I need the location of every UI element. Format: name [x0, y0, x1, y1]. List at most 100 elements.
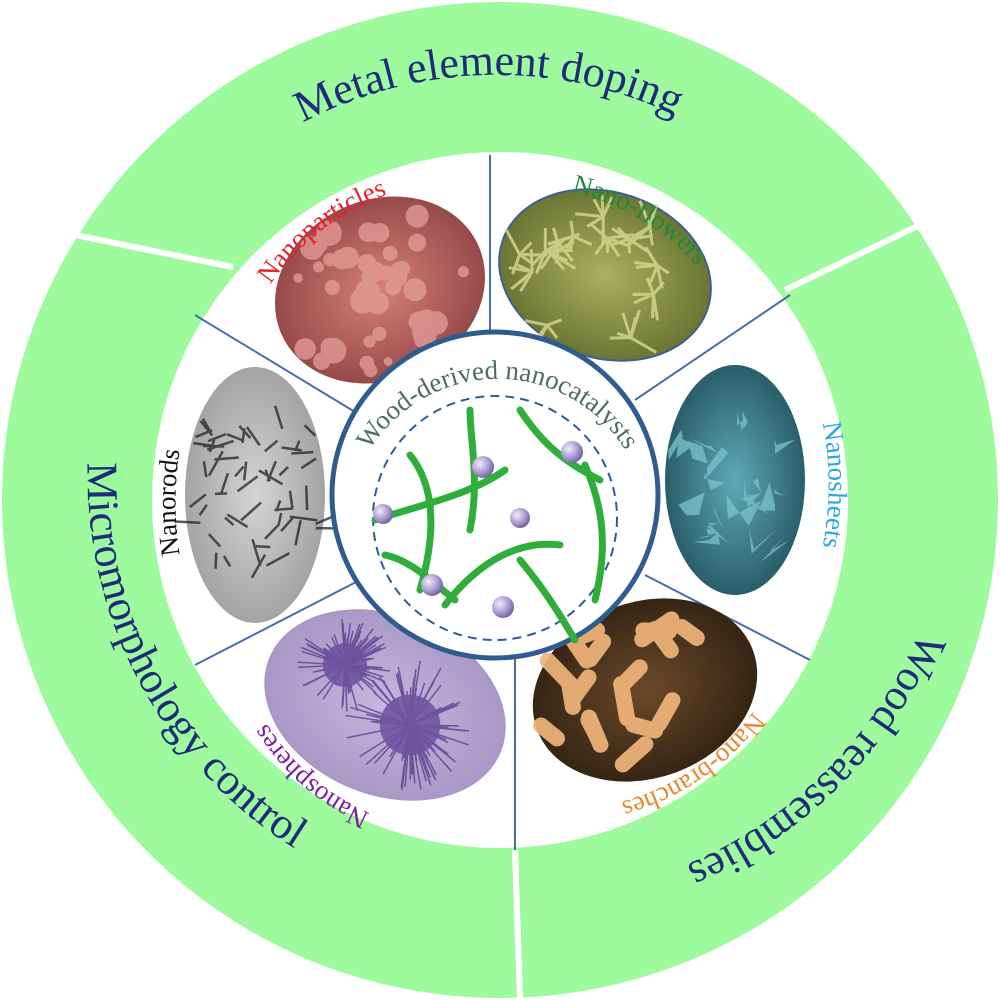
- rod-stroke: [207, 450, 224, 477]
- flower-petal: [539, 252, 553, 270]
- sphere-fiber: [344, 628, 374, 666]
- particle-blob: [383, 357, 393, 366]
- flower-petal: [601, 196, 614, 218]
- rod-stroke: [202, 461, 208, 478]
- flower-petal: [511, 253, 522, 275]
- sphere-fiber: [409, 724, 470, 732]
- flower-petal: [627, 238, 632, 254]
- sphere-fiber: [344, 664, 364, 691]
- flower-petal: [651, 293, 660, 321]
- flower-petal: [594, 237, 609, 255]
- fiber-5: [581, 461, 606, 604]
- sphere-fiber: [409, 724, 438, 776]
- rod-stroke: [294, 519, 302, 546]
- flower-petal: [569, 220, 575, 237]
- center-circle: [329, 329, 661, 661]
- flower-petal: [627, 237, 649, 253]
- particle-blob: [408, 233, 427, 252]
- sphere-fiber: [325, 643, 346, 666]
- rod-stroke: [236, 475, 259, 493]
- rod-stroke: [264, 523, 280, 540]
- rod-stroke: [258, 469, 284, 486]
- branch-rod: [614, 736, 654, 773]
- sphere-fiber: [344, 664, 386, 683]
- rod-stroke: [189, 493, 207, 509]
- rod-stroke: [224, 516, 235, 527]
- sphere-fiber: [409, 724, 432, 778]
- flower-petal: [548, 234, 574, 246]
- branch-rod: [673, 618, 705, 646]
- flower-petal: [649, 265, 659, 283]
- sheet-flake: [689, 438, 718, 453]
- flower-petal: [606, 233, 635, 240]
- flower-petal: [630, 336, 657, 354]
- particle-blob: [362, 284, 372, 294]
- particle-blob: [331, 249, 352, 270]
- sheet-flake: [676, 435, 694, 458]
- sphere-fiber: [409, 682, 426, 726]
- divider-lower-left: [194, 579, 361, 666]
- rod-stroke: [281, 446, 302, 452]
- nano-flowers-image: [498, 188, 712, 362]
- sheet-flake: [753, 477, 763, 495]
- sphere-fiber: [409, 724, 436, 753]
- rod-stroke: [265, 552, 291, 567]
- flower-petal: [565, 235, 575, 251]
- nanospheres-image: [264, 609, 506, 801]
- particle-blob: [365, 224, 383, 242]
- rod-stroke: [238, 425, 252, 439]
- rod-stroke: [199, 420, 214, 437]
- rod-stroke: [214, 552, 218, 569]
- flower-petal: [600, 195, 605, 217]
- sphere-fiber: [346, 724, 411, 739]
- branch-rod: [570, 622, 606, 646]
- sector-dividers: [194, 155, 811, 850]
- particle-blob: [382, 245, 398, 261]
- sphere-fiber: [320, 662, 346, 666]
- sheet-flake: [707, 447, 729, 478]
- particle-3: [373, 504, 393, 524]
- flower-petal: [545, 324, 559, 339]
- flower-petal: [638, 200, 652, 228]
- rod-stroke: [255, 544, 271, 549]
- particle-blob: [372, 326, 387, 341]
- particle-blob: [324, 279, 340, 295]
- rod-stroke: [291, 450, 314, 455]
- nanoparticles-image: [274, 196, 486, 384]
- divider-upper-left: [194, 314, 361, 416]
- particle-blob: [323, 252, 337, 267]
- sphere-fiber: [300, 646, 346, 666]
- particle-blob: [300, 235, 325, 260]
- rod-stroke: [207, 533, 222, 548]
- sphere-fiber: [342, 623, 346, 666]
- sphere-fiber: [372, 720, 411, 726]
- sphere-fiber: [409, 724, 449, 756]
- branch-rod: [539, 652, 579, 693]
- particle-4: [510, 508, 530, 528]
- flower-petal: [609, 237, 630, 248]
- rod-stroke: [289, 515, 318, 522]
- branch-rod: [647, 620, 679, 659]
- sphere-fiber: [344, 664, 383, 669]
- rod-stroke: [304, 485, 309, 511]
- sheet-flake: [678, 492, 705, 516]
- nano-branches-image: [532, 598, 758, 782]
- sheet-flake: [726, 494, 762, 526]
- sphere-fiber: [359, 724, 411, 758]
- rod-stroke: [234, 465, 245, 478]
- sphere-fiber: [350, 706, 411, 726]
- sphere-fiber: [401, 724, 411, 791]
- sphere-fiber: [344, 623, 352, 666]
- sheet-flake: [703, 473, 725, 491]
- particle-blob: [316, 220, 342, 247]
- flower-petal: [629, 309, 641, 339]
- sphere-fiber: [298, 664, 346, 669]
- sheet-flake: [737, 412, 745, 431]
- sheet-flake: [687, 440, 708, 464]
- particle-blob: [312, 261, 324, 273]
- rod-stroke: [273, 405, 284, 430]
- flower-petal: [556, 240, 574, 262]
- flower-petal: [586, 215, 605, 228]
- particle-blob: [394, 279, 404, 288]
- sphere-fiber: [373, 724, 411, 764]
